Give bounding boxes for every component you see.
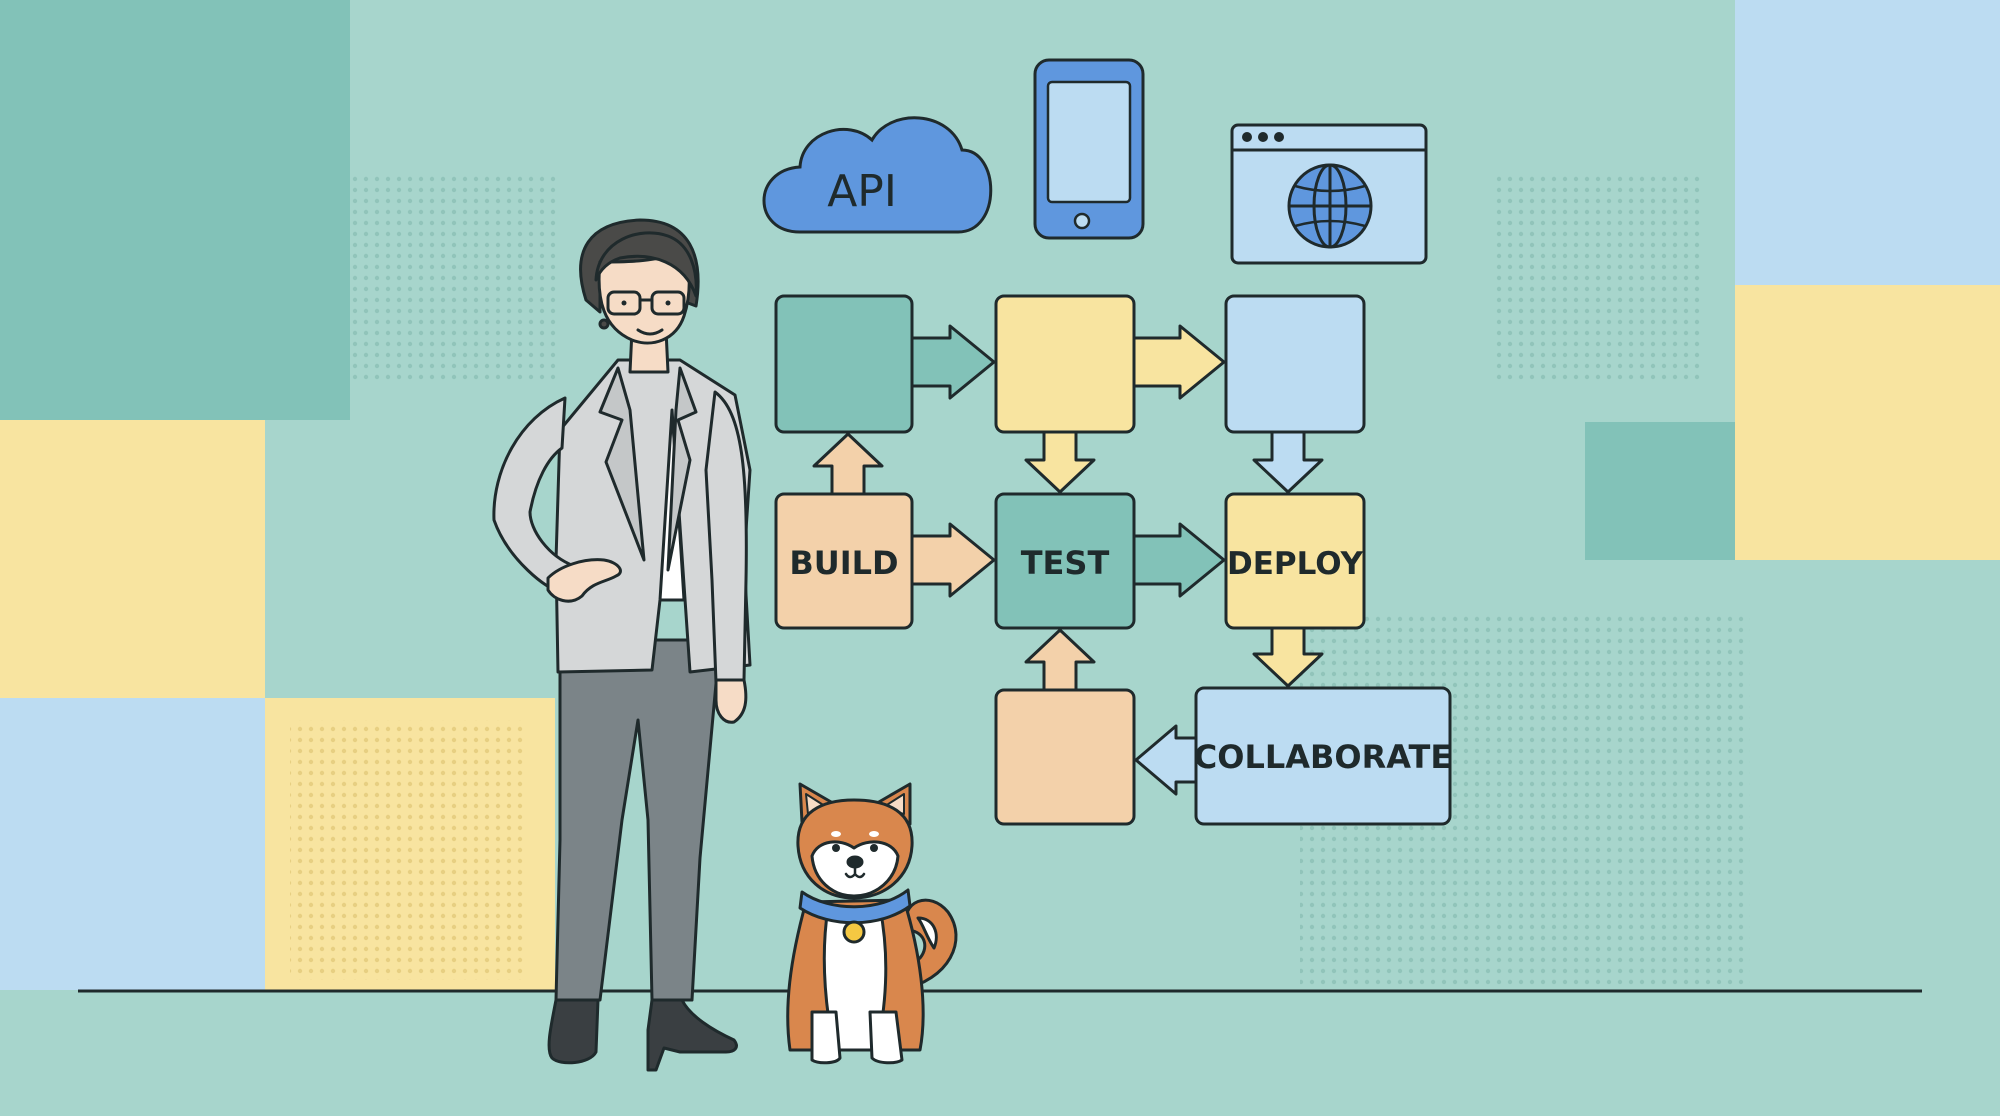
arrow-down-3: [1252, 626, 1324, 688]
hair-bangs: [594, 231, 698, 298]
earring: [598, 318, 610, 330]
flow-boxes: [774, 294, 1452, 826]
browser-globe-icon: [1230, 123, 1428, 265]
label-deploy: DEPLOY: [1227, 546, 1364, 582]
bg-block-blue-right: [1735, 0, 2000, 285]
box-blue-top: [1224, 294, 1366, 434]
box-peach-bottom: [994, 688, 1136, 826]
arrow-left-1: [1134, 724, 1198, 796]
box-teal-top: [774, 294, 914, 434]
bg-dots-left: [352, 172, 557, 382]
dog-paw-right: [868, 1010, 904, 1065]
bg-dots-right-top: [1495, 172, 1705, 384]
box-test: [994, 492, 1136, 630]
dog-nose: [846, 855, 864, 869]
smartphone-icon: [1033, 58, 1145, 240]
bg-dots-yellow: [290, 720, 525, 980]
api-label: API: [827, 166, 897, 217]
bg-block-teal-left: [0, 0, 350, 420]
api-cloud-icon: API: [762, 116, 993, 234]
lapel-right: [666, 366, 698, 572]
flow-arrows: [812, 324, 1324, 796]
lapel-left: [598, 366, 646, 562]
arrow-right-3: [910, 522, 996, 598]
dog-bell-icon: [842, 920, 866, 944]
woman-figure: [492, 218, 752, 1072]
arrow-right-2: [1132, 324, 1226, 400]
trousers: [554, 638, 722, 1002]
arrow-down-1: [1024, 430, 1096, 494]
flow-labels: BUILD TEST DEPLOY COLLABORATE: [789, 544, 1452, 776]
bg-block-yellow-right: [1735, 285, 2000, 560]
shiba-dog: [786, 782, 958, 1065]
bg-block-blue-left: [0, 698, 265, 990]
arrow-up-1: [812, 432, 884, 496]
dog-paw-left: [810, 1010, 842, 1065]
box-build: [774, 492, 914, 630]
arrow-up-2: [1024, 628, 1096, 692]
right-shoe: [646, 998, 738, 1072]
box-deploy: [1224, 492, 1366, 630]
right-hand: [714, 678, 748, 724]
box-collaborate: [1194, 686, 1452, 826]
left-hand: [546, 558, 622, 603]
label-build: BUILD: [789, 544, 898, 582]
left-shoe: [547, 998, 600, 1065]
label-collaborate: COLLABORATE: [1194, 738, 1452, 776]
smile: [636, 328, 664, 336]
arrow-right-4: [1132, 522, 1226, 598]
glasses-icon: [606, 290, 686, 316]
arrow-right-1: [910, 324, 996, 400]
bg-block-teal-right: [1585, 422, 1735, 560]
arrow-down-2: [1252, 430, 1324, 494]
box-yellow-top: [994, 294, 1136, 434]
bg-block-yellow-left: [0, 420, 265, 698]
dog-collar: [798, 888, 912, 925]
label-test: TEST: [1021, 544, 1110, 582]
globe-icon: [1287, 163, 1373, 249]
